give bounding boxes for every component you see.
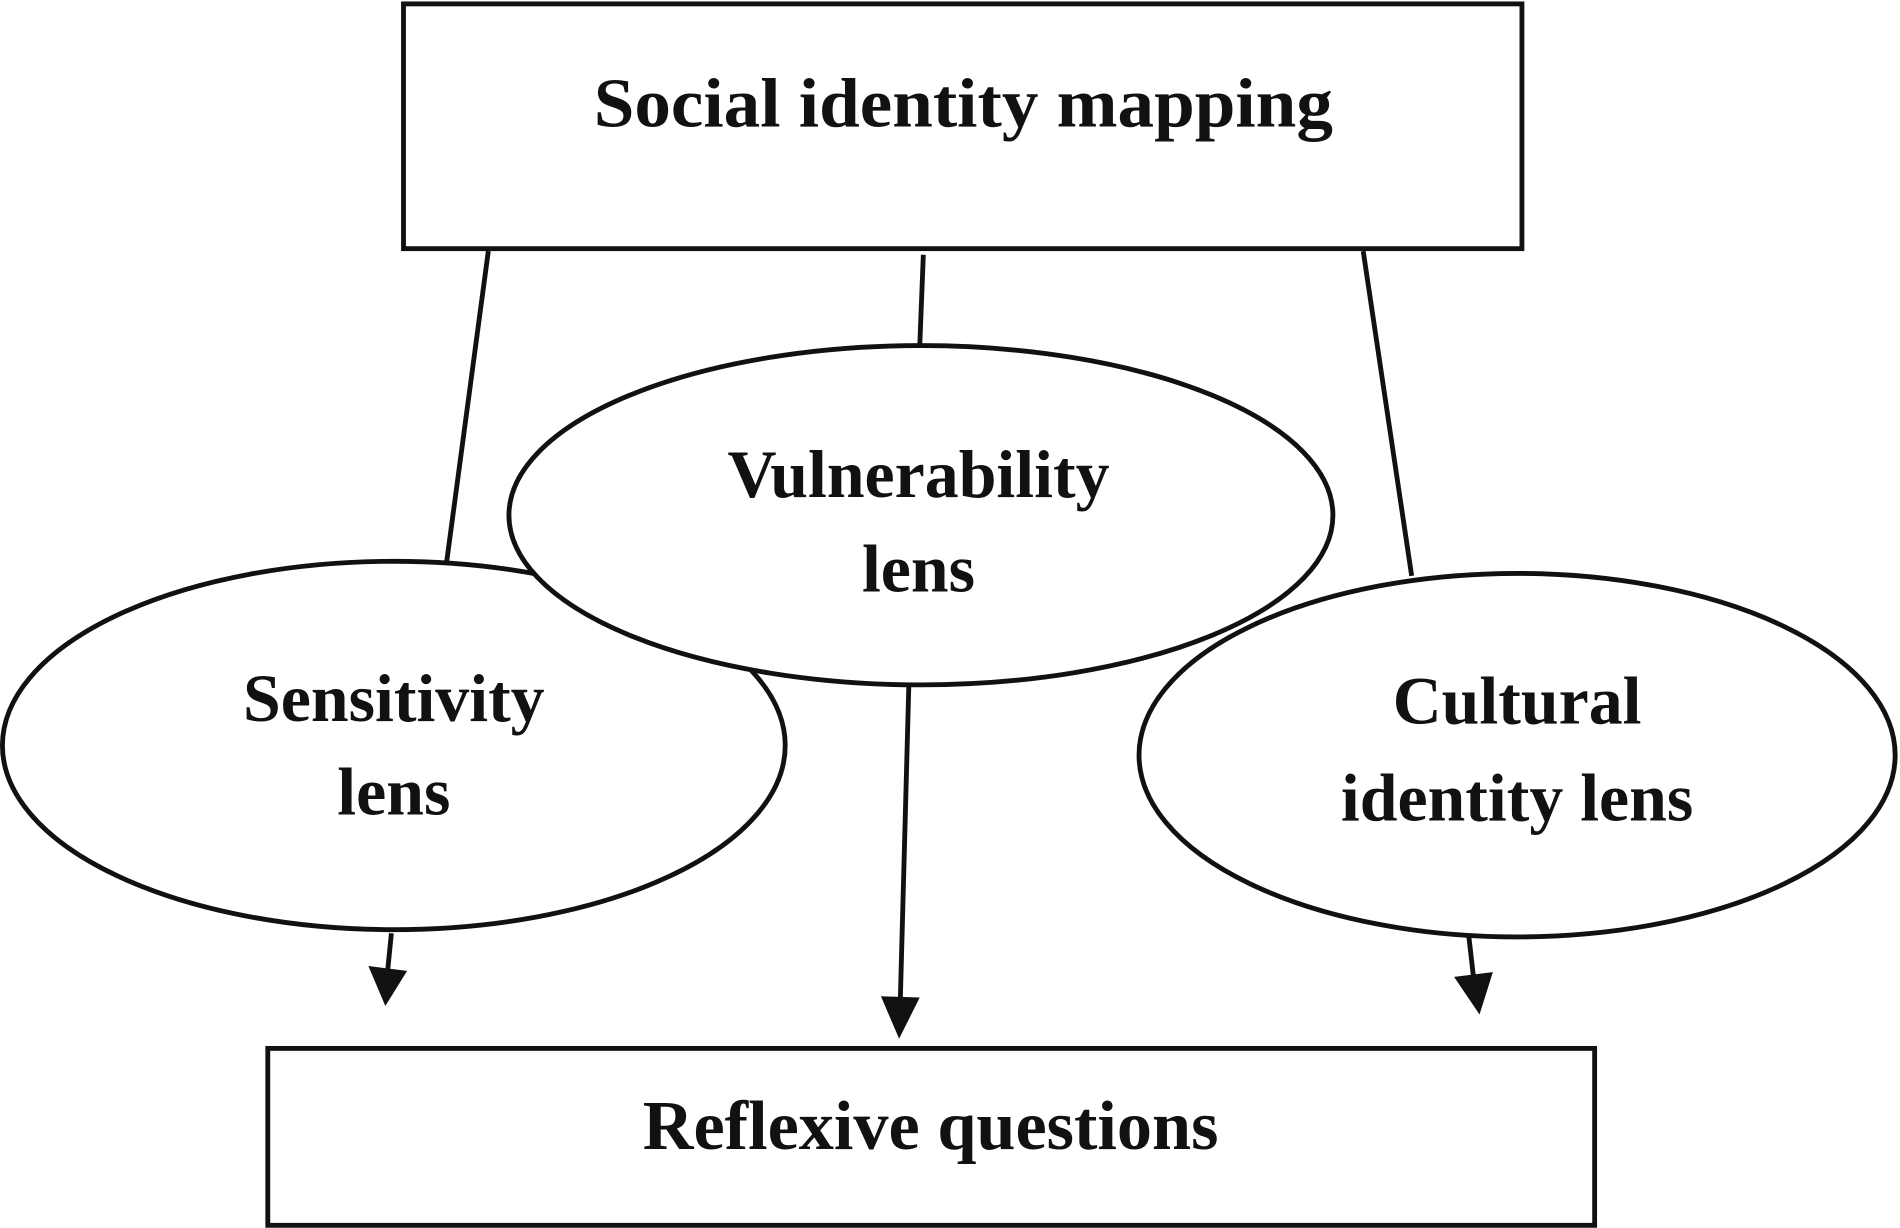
reflexive-questions-box (265, 1045, 1598, 1228)
social-identity-mapping-label: Social identity mapping (594, 64, 1333, 142)
arrow-vulnerability-line (897, 686, 912, 1001)
arrow-cultural-line (1466, 934, 1476, 978)
connector-to-vulnerability (917, 254, 926, 347)
connector-to-cultural (1360, 250, 1415, 577)
sensitivity-label-line1: Sensitivity (243, 661, 545, 736)
sensitivity-lens-ellipse (0, 558, 788, 933)
vulnerability-label-line2: lens (862, 532, 975, 607)
vulnerability-lens-ellipse (506, 343, 1336, 688)
cultural-identity-lens-ellipse (1136, 570, 1898, 940)
arrowhead-sensitivity (368, 966, 408, 1006)
cultural-label-line1: Cultural (1393, 664, 1642, 739)
sensitivity-label-line2: lens (337, 755, 450, 830)
vulnerability-label-line1: Vulnerability (727, 437, 1109, 512)
connector-to-sensitivity (443, 250, 491, 568)
social-identity-mapping-box (401, 1, 1525, 252)
arrowhead-vulnerability (880, 996, 920, 1039)
reflexive-questions-label: Reflexive questions (643, 1087, 1219, 1165)
arrowhead-cultural (1454, 972, 1493, 1015)
arrow-sensitivity-line (385, 933, 394, 970)
cultural-label-line2: identity lens (1341, 761, 1693, 836)
